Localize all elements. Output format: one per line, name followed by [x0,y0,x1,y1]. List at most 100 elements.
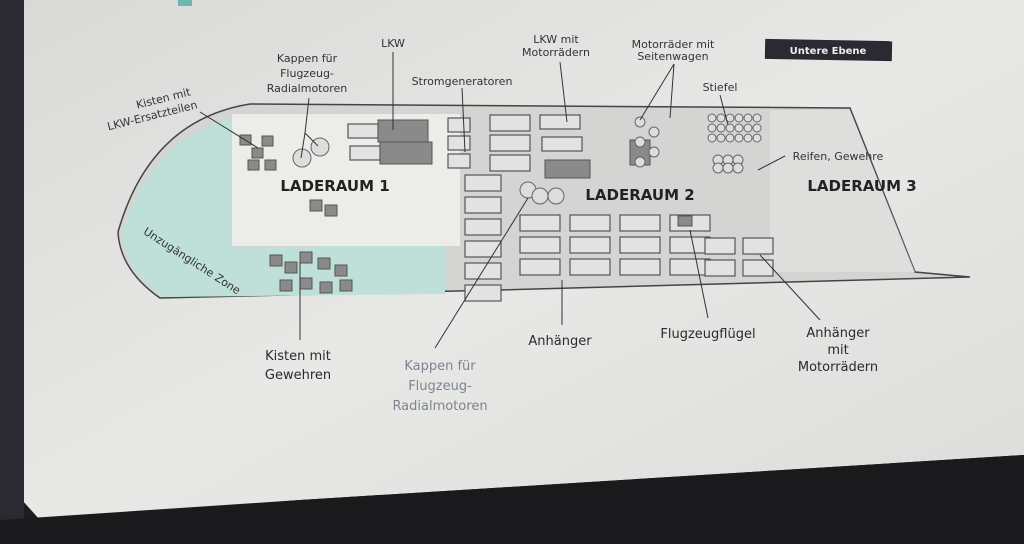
trailer [669,236,711,254]
boot [734,123,744,133]
truck [379,141,433,165]
boot [743,123,753,133]
sidecar [648,146,660,158]
weapon-crate [334,264,348,277]
trailer [619,236,661,254]
weapon-crate [317,257,331,270]
truck [544,159,591,179]
label-kappen-bottom-3: Radialmotoren [392,399,487,414]
boot [752,113,762,123]
label-kappen-bottom-2: Flugzeug- [408,379,472,394]
page-corner-mark [178,0,192,6]
truck-cab [347,123,379,139]
tire [732,162,744,174]
motorcycle-trailer [742,259,774,277]
weapon-crate [269,254,283,267]
label-kappen-bottom-1: Kappen für [404,359,476,374]
sidecar [634,116,646,128]
boot [707,133,717,143]
sidecar [634,156,646,168]
trailer [489,134,531,152]
boot [725,123,735,133]
hold-3-area [770,110,915,272]
trailer [569,236,611,254]
tire [722,162,734,174]
weapon-crate [339,279,353,292]
label-seitenwagen-2: Seitenwagen [637,50,708,63]
level-badge: Untere Ebene [764,38,893,62]
label-seitenwagen-1: Motorräder mit [632,38,715,51]
boot [716,123,726,133]
label-kappen-top-1: Kappen für [277,52,338,65]
trailer [519,236,561,254]
engine-cap [547,187,565,205]
crate [264,159,277,171]
weapon-crate [319,281,333,294]
cargo-items [239,113,774,302]
crate [261,135,274,147]
trailer [464,284,502,302]
trailer [569,214,611,232]
generator [447,135,471,151]
boot [743,133,753,143]
boot [707,113,717,123]
leader-lines [199,52,821,349]
level-badge-label: Untere Ebene [790,46,867,57]
engine-cap [531,187,549,205]
boot [725,133,735,143]
label-stromgeneratoren: Stromgeneratoren [412,75,513,88]
weapon-crate [299,277,313,290]
label-kappen-top-3: Radialmotoren [267,82,348,95]
truck [377,119,429,143]
boot [752,133,762,143]
sidecar [634,136,646,148]
label-anhaenger: Anhänger [528,334,592,349]
truck-motorcycles [539,114,581,130]
trailer [464,174,502,192]
label-reifen-gewehre: Reifen, Gewehre [793,150,884,163]
trailer [619,214,661,232]
boot [734,113,744,123]
boot [707,123,717,133]
hold-3-label: LADERAUM 3 [807,177,916,195]
label-lkw-motor-2: Motorrädern [522,46,590,59]
motorcycle-trailer [704,237,736,255]
boot [716,113,726,123]
label-anhaenger-motor-2: mit [827,343,848,358]
tire [712,162,724,174]
crate [247,159,260,171]
motorcycle-trailer [742,237,774,255]
boot [734,133,744,143]
truck-cab [349,145,381,161]
label-lkw-motor-1: LKW mit [533,33,579,46]
label-kisten-gewehre-2: Gewehren [265,368,331,383]
wing [677,215,693,227]
trailer [619,258,661,276]
trailer [519,258,561,276]
boot [752,123,762,133]
inaccessible-zone-left [122,118,445,297]
label-stiefel: Stiefel [703,81,738,94]
weapon-crate [309,199,323,212]
trailer [489,154,531,172]
label-lkw: LKW [381,37,405,50]
trailer [464,218,502,236]
label-kisten-gewehre-1: Kisten mit [265,349,331,364]
trailer [464,240,502,258]
trailer [489,114,531,132]
trailer [519,214,561,232]
trailer [569,258,611,276]
boot [743,113,753,123]
label-anhaenger-motor-3: Motorrädern [798,360,878,375]
generator [447,117,471,133]
motorcycle-trailer [704,259,736,277]
label-flugzeugfluegel: Flugzeugflügel [660,327,755,342]
boot [716,133,726,143]
weapon-crate [279,279,293,292]
engine-cap [310,137,330,157]
weapon-crate [284,261,298,274]
